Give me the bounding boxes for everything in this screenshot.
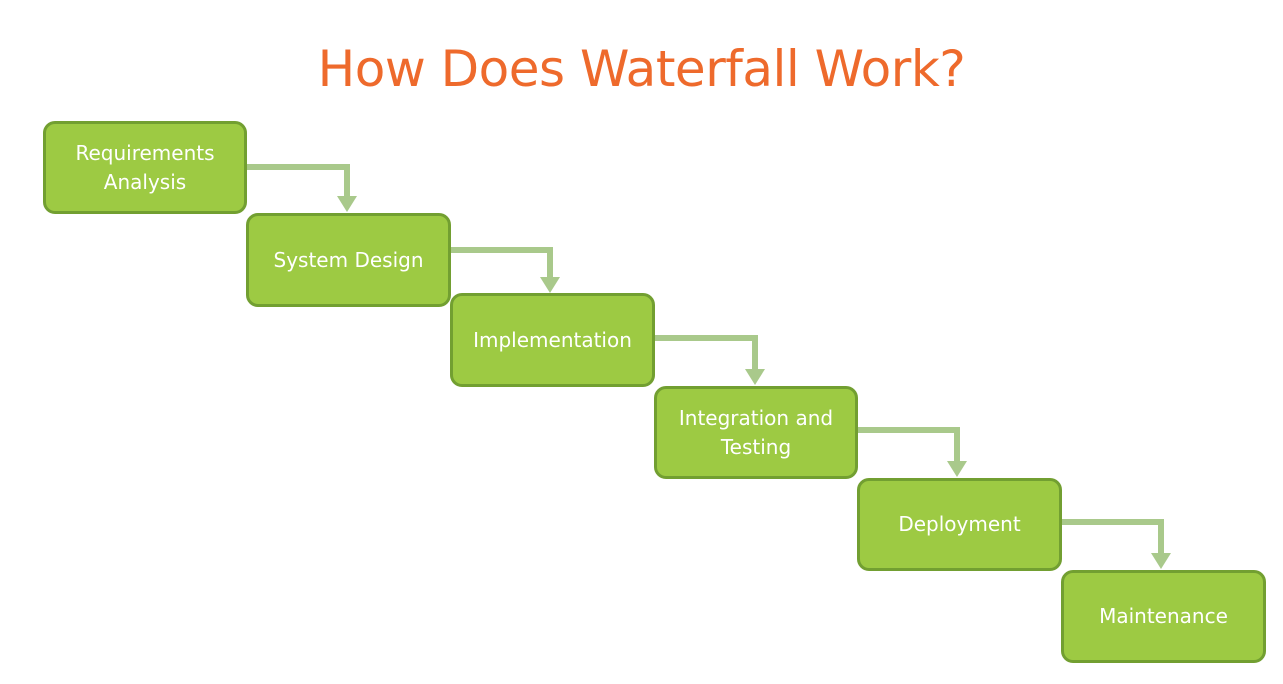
step-system-design: System Design: [246, 213, 451, 307]
step-maintenance: Maintenance: [1061, 570, 1266, 663]
connector-line: [655, 335, 758, 371]
arrow-down-icon: [540, 277, 560, 293]
step-deployment: Deployment: [857, 478, 1062, 571]
connector-line: [247, 164, 350, 198]
step-integration-and-testing: Integration and Testing: [654, 386, 858, 479]
connector-line: [1062, 519, 1164, 555]
step-implementation: Implementation: [450, 293, 655, 387]
step-label: System Design: [273, 247, 424, 272]
step-label: Implementation: [473, 327, 632, 352]
step-label: Deployment: [898, 512, 1021, 536]
arrow-down-icon: [745, 369, 765, 385]
arrow-down-icon: [947, 461, 967, 477]
step-requirements-analysis: Requirements Analysis: [43, 121, 247, 214]
connector-line: [858, 427, 960, 463]
arrow-down-icon: [1151, 553, 1171, 569]
page-title: How Does Waterfall Work?: [317, 40, 966, 98]
arrow-down-icon: [337, 196, 357, 212]
step-label: Requirements Analysis: [75, 140, 215, 194]
step-label: Maintenance: [1099, 604, 1228, 628]
step-label: Integration and Testing: [678, 405, 834, 459]
connector-line: [451, 247, 553, 279]
